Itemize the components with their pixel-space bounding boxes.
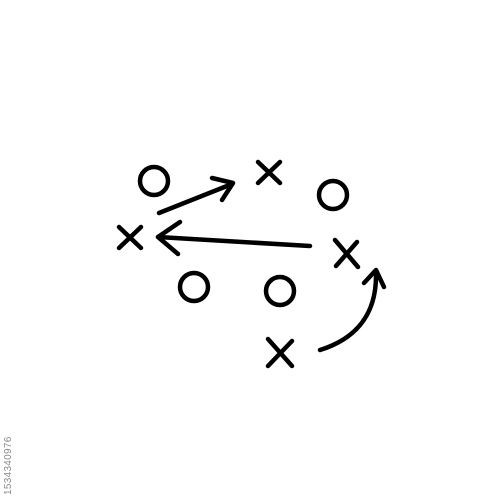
stock-id-label: 1534340976 (3, 436, 14, 495)
circle-player-icon (137, 164, 171, 198)
straight-arrow-icon (156, 175, 236, 216)
circle-player-icon (177, 270, 211, 304)
cross-player-icon (255, 159, 283, 186)
straight-arrow-icon (155, 219, 313, 257)
circle-player-icon (316, 178, 350, 212)
cross-player-icon (116, 224, 144, 251)
circle-player-icon (263, 274, 297, 308)
cross-player-icon (265, 336, 295, 369)
cross-player-icon (332, 237, 361, 270)
curved-arrow-icon (317, 267, 387, 353)
